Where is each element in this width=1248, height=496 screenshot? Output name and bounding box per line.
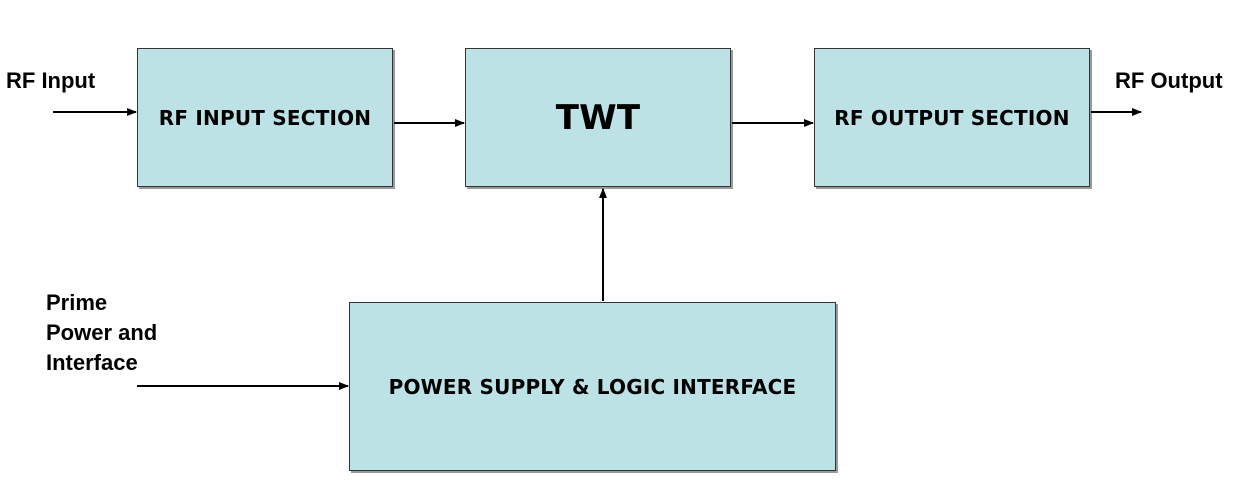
rf-output-label: RF Output [1115, 68, 1223, 93]
prime-power-line-3: Interface [46, 350, 138, 375]
prime-power-line-2: Power and [46, 320, 158, 345]
rf-input-section-block: RF INPUT SECTION [137, 48, 393, 187]
prime-power-line-1: Prime [46, 290, 108, 315]
prime-power-label: Prime Power and Interface [46, 288, 157, 378]
rf-input-label: RF Input [6, 68, 96, 93]
twt-block: TWT [465, 48, 731, 187]
rf-output-section-label: RF OUTPUT SECTION [834, 105, 1070, 130]
power-supply-block: POWER SUPPLY & LOGIC INTERFACE [349, 302, 836, 471]
power-supply-label: POWER SUPPLY & LOGIC INTERFACE [388, 374, 797, 399]
rf-output-section-block: RF OUTPUT SECTION [814, 48, 1090, 187]
twt-label: TWT [555, 97, 641, 138]
rf-input-section-label: RF INPUT SECTION [158, 105, 372, 130]
